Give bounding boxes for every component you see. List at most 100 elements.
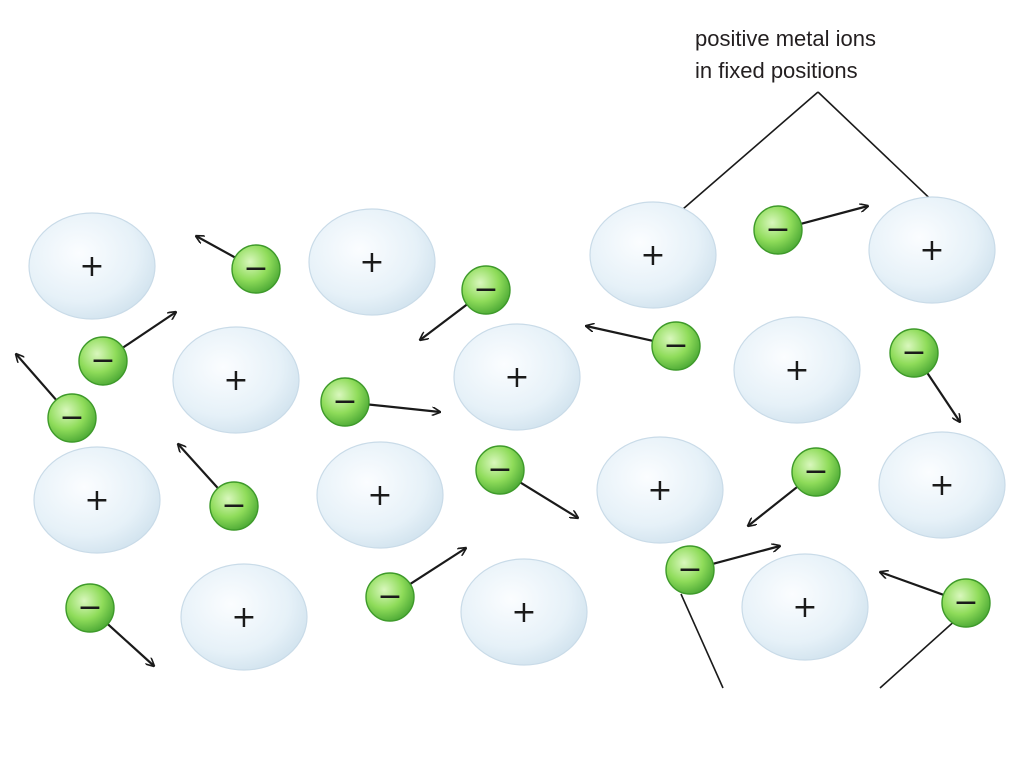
free-electron: −: [78, 336, 128, 386]
free-electron: −: [753, 205, 803, 255]
electron-motion-arrow: [420, 301, 471, 340]
positive-ion-body: [28, 212, 156, 320]
free-electron: −: [461, 265, 511, 315]
positive-ion: +: [33, 446, 161, 554]
positive-ion-body: [878, 431, 1006, 539]
positive-sign: +: [919, 233, 944, 268]
positive-ion-body: [180, 563, 308, 671]
free-electron: −: [65, 583, 115, 633]
positive-ion-body: [868, 196, 996, 304]
negative-sign: −: [487, 452, 512, 487]
leader-line-bottom-2: [879, 617, 959, 689]
electron-body: [889, 328, 939, 378]
electron-motion-arrow: [16, 354, 60, 404]
positive-sign: +: [784, 353, 809, 388]
positive-ion-body: [596, 436, 724, 544]
electron-body: [753, 205, 803, 255]
leader-line-left: [667, 91, 819, 223]
electron-motion-arrow: [748, 483, 802, 526]
positive-ion-body: [741, 553, 869, 661]
free-electron: −: [475, 445, 525, 495]
positive-ion-body: [589, 201, 717, 309]
negative-sign: −: [90, 343, 115, 378]
positive-ion-body: [453, 323, 581, 431]
negative-sign: −: [377, 579, 402, 614]
positive-ion: +: [589, 201, 717, 309]
free-electron: −: [209, 481, 259, 531]
positive-ion: +: [596, 436, 724, 544]
negative-sign: −: [243, 251, 268, 286]
electron-body: [65, 583, 115, 633]
negative-sign: −: [77, 590, 102, 625]
positive-sign: +: [511, 595, 536, 630]
negative-sign: −: [332, 384, 357, 419]
free-electron-layer: −−−−−−−−−−−−−−−: [47, 205, 991, 633]
positive-ion: +: [316, 441, 444, 549]
positive-ion-body: [172, 326, 300, 434]
free-electron: −: [231, 244, 281, 294]
electron-motion-arrow: [196, 236, 240, 261]
electron-body: [209, 481, 259, 531]
negative-sign: −: [765, 212, 790, 247]
negative-sign: −: [677, 552, 702, 587]
electron-body: [78, 336, 128, 386]
positive-ion: +: [172, 326, 300, 434]
positive-sign: +: [84, 483, 109, 518]
electron-body: [941, 578, 991, 628]
positive-sign: +: [792, 590, 817, 625]
electron-motion-arrow: [586, 326, 657, 343]
positive-ion: +: [868, 196, 996, 304]
positive-ion: +: [180, 563, 308, 671]
leader-line-bottom-1: [680, 593, 724, 689]
positive-sign: +: [504, 360, 529, 395]
electron-body: [475, 445, 525, 495]
positive-sign: +: [79, 249, 104, 284]
positive-ion: +: [460, 558, 588, 666]
negative-sign: −: [59, 400, 84, 435]
free-electron: −: [941, 578, 991, 628]
annotation-line-1: positive metal ions: [695, 26, 876, 51]
positive-sign: +: [647, 473, 672, 508]
positive-sign: +: [929, 468, 954, 503]
electron-motion-arrow: [104, 620, 154, 666]
electron-body: [231, 244, 281, 294]
electron-body: [791, 447, 841, 497]
electron-motion-arrow: [364, 402, 440, 412]
electron-motion-arrow: [118, 312, 176, 351]
positive-ion-layer: + + + + + + + + + + + + + +: [28, 196, 1006, 671]
free-electron: −: [791, 447, 841, 497]
positive-ion: +: [308, 208, 436, 316]
positive-ion-body: [316, 441, 444, 549]
positive-sign: +: [367, 478, 392, 513]
positive-ion: +: [878, 431, 1006, 539]
electron-motion-arrow: [924, 369, 960, 422]
positive-ion: +: [28, 212, 156, 320]
positive-ion: +: [733, 316, 861, 424]
positive-ion: +: [741, 553, 869, 661]
positive-ion-body: [460, 558, 588, 666]
free-electron: −: [47, 393, 97, 443]
electron-motion-arrow: [178, 444, 222, 492]
positive-sign: +: [223, 363, 248, 398]
negative-sign: −: [901, 335, 926, 370]
electron-body: [665, 545, 715, 595]
electron-motion-arrows: [16, 206, 960, 666]
electron-body: [651, 321, 701, 371]
free-electron: −: [365, 572, 415, 622]
negative-sign: −: [663, 328, 688, 363]
negative-sign: −: [473, 272, 498, 307]
negative-sign: −: [953, 585, 978, 620]
positive-ion-body: [308, 208, 436, 316]
electron-motion-arrow: [797, 206, 868, 226]
free-electron: −: [665, 545, 715, 595]
positive-sign: +: [231, 600, 256, 635]
negative-sign: −: [221, 488, 246, 523]
positive-ion: +: [453, 323, 581, 431]
electron-body: [47, 393, 97, 443]
positive-sign: +: [359, 245, 384, 280]
electron-motion-arrow: [406, 548, 466, 588]
electron-body: [461, 265, 511, 315]
negative-sign: −: [803, 454, 828, 489]
electron-motion-arrow: [516, 479, 578, 518]
